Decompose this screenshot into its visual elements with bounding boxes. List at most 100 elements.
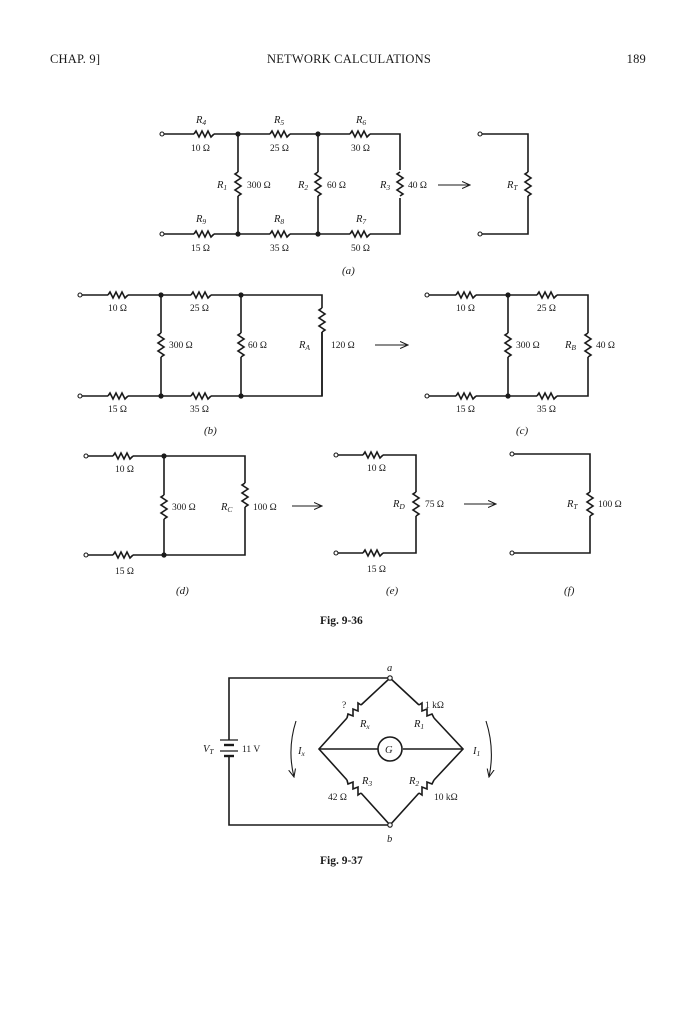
panel-a: R4 10 Ω R5 25 Ω R6 30 Ω R1 300 Ω R2 60 Ω…: [159, 115, 532, 277]
resistor: [107, 291, 129, 299]
value: 10 Ω: [367, 464, 386, 474]
resistor-r7: [349, 230, 371, 238]
resistor: [112, 452, 134, 460]
label-r9: R9: [195, 214, 206, 226]
resistor-ra: [318, 307, 326, 333]
resistor-r5: [269, 130, 291, 138]
resistor: [362, 451, 384, 459]
resistor-rb: [584, 332, 592, 358]
resistor-rd: [412, 491, 420, 517]
resistor: [455, 291, 477, 299]
value-r2: 60 Ω: [327, 181, 346, 191]
figure-caption-9-37: Fig. 9-37: [320, 855, 363, 867]
battery-icon: [220, 736, 238, 762]
junction-dot: [238, 393, 244, 399]
label-rd: RD: [392, 499, 405, 511]
node-a-terminal: [387, 675, 393, 681]
junction-dot: [315, 131, 321, 137]
current-arrow-right-icon: [485, 720, 491, 777]
value-r4: 10 Ω: [191, 144, 210, 154]
value: 25 Ω: [190, 304, 209, 314]
page-number: 189: [626, 52, 646, 66]
resistor-r6: [349, 130, 371, 138]
label-vt: VT: [203, 744, 214, 756]
current-arrow-left-icon: [291, 720, 297, 777]
resistor: [112, 551, 134, 559]
terminal: [509, 451, 515, 457]
junction-dot: [161, 453, 167, 459]
value: 10 Ω: [108, 304, 127, 314]
panel-e: 10 Ω RD 75 Ω 15 Ω (e): [333, 451, 496, 597]
figure-caption-9-36: Fig. 9-36: [320, 615, 363, 627]
value: 75 Ω: [425, 500, 444, 510]
label-rc: RC: [220, 502, 233, 514]
value-r9: 15 Ω: [191, 244, 210, 254]
resistor: [536, 392, 558, 400]
label-ra: RA: [298, 340, 310, 352]
junction-dot: [158, 393, 164, 399]
value: 60 Ω: [248, 341, 267, 351]
resistor: [160, 494, 168, 520]
terminal: [159, 231, 165, 237]
junction-dot: [161, 552, 167, 558]
resistor: [237, 332, 245, 358]
terminal: [477, 231, 483, 237]
resistor: [190, 392, 212, 400]
resistor-r8: [269, 230, 291, 238]
resistor: [536, 291, 558, 299]
value: 25 Ω: [537, 304, 556, 314]
terminal: [77, 292, 83, 298]
resistor-r1: [234, 171, 242, 197]
label-i1: I1: [472, 746, 480, 758]
resistor: [107, 392, 129, 400]
value-r6: 30 Ω: [351, 144, 370, 154]
panel-f: RT 100 Ω (f): [509, 451, 622, 597]
panel-c: 10 Ω 25 Ω 300 Ω RB 40 Ω 15 Ω 35 Ω (c): [424, 291, 615, 437]
junction-dot: [158, 292, 164, 298]
terminal: [83, 453, 89, 459]
panel-label-b: (b): [204, 425, 217, 437]
value: 15 Ω: [367, 565, 386, 575]
value: 120 Ω: [331, 341, 355, 351]
terminal: [159, 131, 165, 137]
value: 300 Ω: [172, 503, 196, 513]
value: 40 Ω: [596, 341, 615, 351]
terminal: [477, 131, 483, 137]
value: 35 Ω: [537, 405, 556, 415]
label-r3: R3: [379, 180, 390, 192]
junction-dot: [238, 292, 244, 298]
label-r1: R1: [216, 180, 227, 192]
panel-b: 10 Ω 25 Ω 300 Ω 60 Ω RA 120 Ω 15 Ω 35 Ω …: [77, 291, 408, 437]
value: 35 Ω: [190, 405, 209, 415]
panel-label-c: (c): [516, 425, 529, 437]
value-rx: ?: [342, 701, 346, 711]
value: 100 Ω: [253, 503, 277, 513]
resistor-r3: [346, 779, 362, 797]
value-r2: 10 kΩ: [434, 793, 458, 803]
label-r6: R6: [355, 115, 366, 127]
junction-dot: [315, 231, 321, 237]
terminal: [424, 393, 430, 399]
value: 100 Ω: [598, 500, 622, 510]
value-r8: 35 Ω: [270, 244, 289, 254]
terminal: [333, 452, 339, 458]
panel-label-f: (f): [564, 585, 575, 597]
value-r7: 50 Ω: [351, 244, 370, 254]
resistor-r2: [314, 171, 322, 197]
resistor-rt: [586, 491, 594, 517]
value: 10 Ω: [115, 465, 134, 475]
terminal: [333, 550, 339, 556]
node-b-terminal: [387, 822, 393, 828]
terminal: [77, 393, 83, 399]
value: 300 Ω: [516, 341, 540, 351]
value: 15 Ω: [456, 405, 475, 415]
resistor-rx: [346, 701, 362, 719]
chapter-label: CHAP. 9]: [50, 52, 101, 66]
galvanometer-label: G: [385, 745, 393, 756]
label-r8: R8: [273, 214, 284, 226]
resistor-r9: [193, 230, 215, 238]
resistor: [362, 549, 384, 557]
value-vt: 11 V: [242, 745, 260, 755]
label-r4: R4: [195, 115, 206, 127]
